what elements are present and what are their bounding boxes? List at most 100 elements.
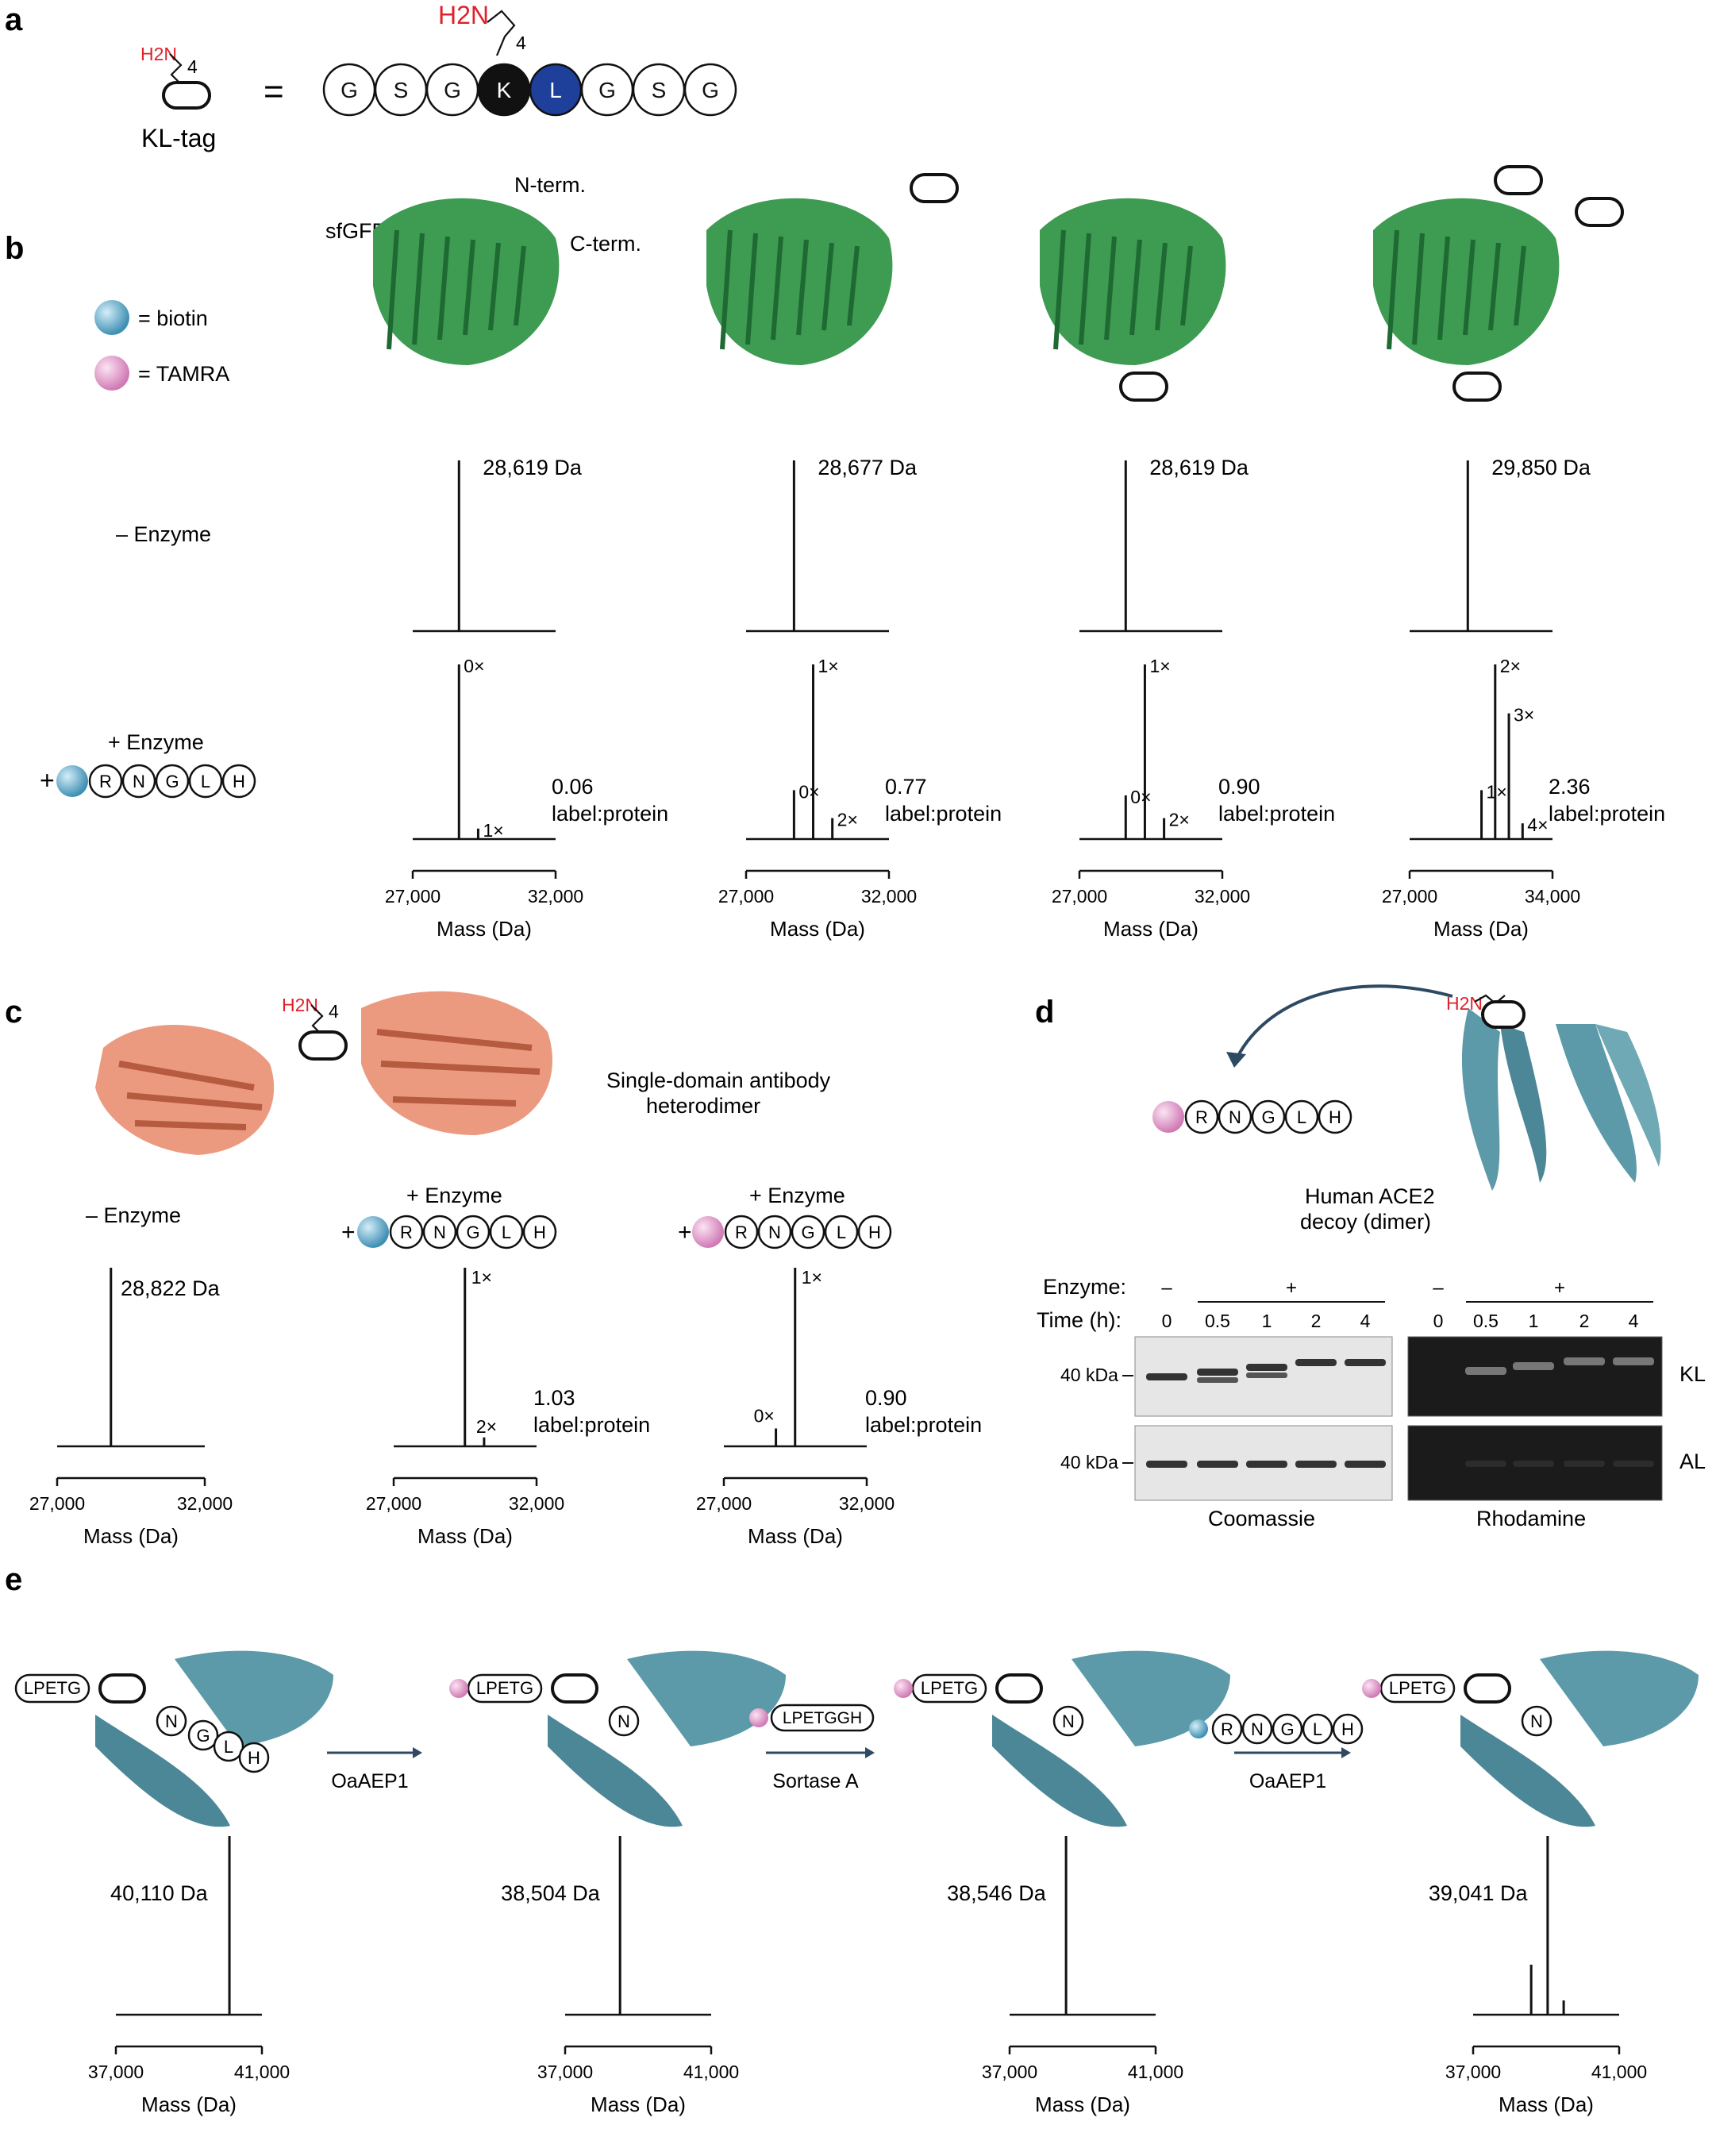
residue-letter: L: [1313, 1719, 1322, 1739]
residue-letter: S: [652, 78, 667, 102]
kl-tag-icon: [1464, 1673, 1511, 1704]
gel-band: [1564, 1357, 1605, 1365]
gel-band: [1465, 1461, 1506, 1467]
legend-tamra: = TAMRA: [138, 362, 229, 386]
peak-label: 2×: [1500, 656, 1521, 676]
residue-letter: R: [1195, 1107, 1208, 1127]
peak-mass-label: 40,110 Da: [110, 1881, 209, 1905]
panel-label-b: b: [5, 231, 24, 266]
legend-biotin: = biotin: [138, 306, 208, 330]
panel-label-d: d: [1035, 995, 1054, 1030]
x-tick-label: 27,000: [718, 886, 774, 907]
time-label: 0.5: [1205, 1311, 1230, 1331]
gel-band: [1246, 1373, 1287, 1378]
residue-letter: N: [1229, 1107, 1241, 1127]
arrowhead: [865, 1747, 875, 1758]
x-axis-label: Mass (Da): [748, 1524, 843, 1548]
gel-band: [1613, 1461, 1654, 1467]
residue-circle: [389, 1215, 424, 1249]
beta-strand: [1129, 239, 1142, 336]
beta-strand: [1463, 239, 1476, 336]
peak-label: 4×: [1527, 814, 1548, 835]
x-axis-label: Mass (Da): [1035, 2092, 1130, 2116]
protein-helix: [1540, 1650, 1699, 1746]
marker-kl: 40 kDa: [1060, 1365, 1118, 1385]
ace2-name: Human ACE2: [1305, 1184, 1435, 1208]
residue-circle: [1241, 1713, 1273, 1745]
ratio-value: 2.36: [1549, 775, 1591, 799]
tamra-icon: [1152, 1101, 1184, 1133]
x-axis-label: Mass (Da): [770, 917, 865, 941]
sdab-title2: heterodimer: [646, 1094, 760, 1118]
protein-helix: [548, 1715, 683, 1827]
x-axis-label: Mass (Da): [591, 2092, 686, 2116]
residue-circle: [608, 1705, 640, 1737]
protein-helix: [95, 1715, 230, 1827]
residue-letter: G: [702, 78, 719, 102]
tamra-icon: [94, 356, 129, 391]
x-tick-label: 37,000: [1445, 2062, 1501, 2082]
peak-label: 0×: [1130, 787, 1151, 807]
beta-strand: [488, 242, 501, 331]
residue-circle: [757, 1215, 792, 1249]
peak-label: 0×: [754, 1406, 775, 1426]
x-tick-label: 27,000: [1052, 886, 1107, 907]
x-tick-label: 41,000: [1128, 2062, 1183, 2082]
residue-letter: N: [768, 1222, 781, 1242]
tamra-icon: [749, 1708, 768, 1727]
kl-tag-icon: [162, 81, 211, 110]
sfgfp-structures: [373, 165, 1624, 402]
x-tick-label: 27,000: [366, 1493, 421, 1514]
gel-band: [1613, 1357, 1654, 1365]
beta-strand: [847, 245, 860, 326]
residue-letter: H: [1329, 1107, 1341, 1127]
ratio-label: label:protein: [865, 1413, 982, 1437]
sfgfp-body: [373, 198, 560, 365]
residue-letter: N: [165, 1711, 178, 1731]
lpetggh-label: LPETGGH: [783, 1709, 862, 1727]
gel-band: [1345, 1359, 1386, 1366]
residue-letter: L: [1297, 1107, 1306, 1127]
lpetg-label: LPETG: [476, 1678, 533, 1698]
residue-letter: G: [341, 78, 358, 102]
ratio-label: label:protein: [552, 802, 668, 826]
residue-circle: [522, 1215, 557, 1249]
row-label-al: AL: [1679, 1450, 1706, 1473]
gel-band: [1246, 1461, 1287, 1468]
residue-circle: [1272, 1713, 1303, 1745]
beta-strand: [387, 229, 399, 350]
peak-mass-label: 28,619 Da: [483, 456, 583, 479]
sdab-amine: H2N: [282, 995, 318, 1015]
gel-band: [1513, 1461, 1554, 1467]
x-tick-label: 27,000: [1382, 886, 1437, 907]
biotin-icon: [56, 765, 88, 797]
ratio-value: 0.06: [552, 775, 594, 799]
beta-strand: [1488, 242, 1501, 331]
residue-letter: N: [433, 1222, 446, 1242]
residue-circle: [238, 1742, 270, 1773]
gel-band: [1513, 1362, 1554, 1370]
residue-circle: [156, 1705, 187, 1737]
residue-letter: R: [735, 1222, 748, 1242]
marker-al: 40 kDa: [1060, 1452, 1118, 1473]
peak-label: 1×: [471, 1267, 492, 1288]
kl-tag-icon: [298, 1030, 348, 1061]
lpetg-label: LPETG: [24, 1678, 81, 1698]
residue-circle: [456, 1215, 491, 1249]
enzyme-label: Sortase A: [772, 1770, 859, 1792]
time-label: 2: [1311, 1311, 1322, 1331]
sdab-structure-left: [95, 1025, 275, 1155]
residue-circle: [724, 1215, 759, 1249]
residue-circle: [857, 1215, 892, 1249]
x-tick-label: 32,000: [177, 1493, 233, 1514]
sdab-structure-right: [361, 991, 552, 1135]
residue-circle: [1521, 1705, 1552, 1737]
kl-tag-amine: H2N: [140, 44, 177, 64]
peak-mass-label: 28,619 Da: [1149, 456, 1249, 479]
time-label: 0.5: [1473, 1311, 1499, 1331]
c-minus-enzyme: – Enzyme: [86, 1203, 181, 1227]
